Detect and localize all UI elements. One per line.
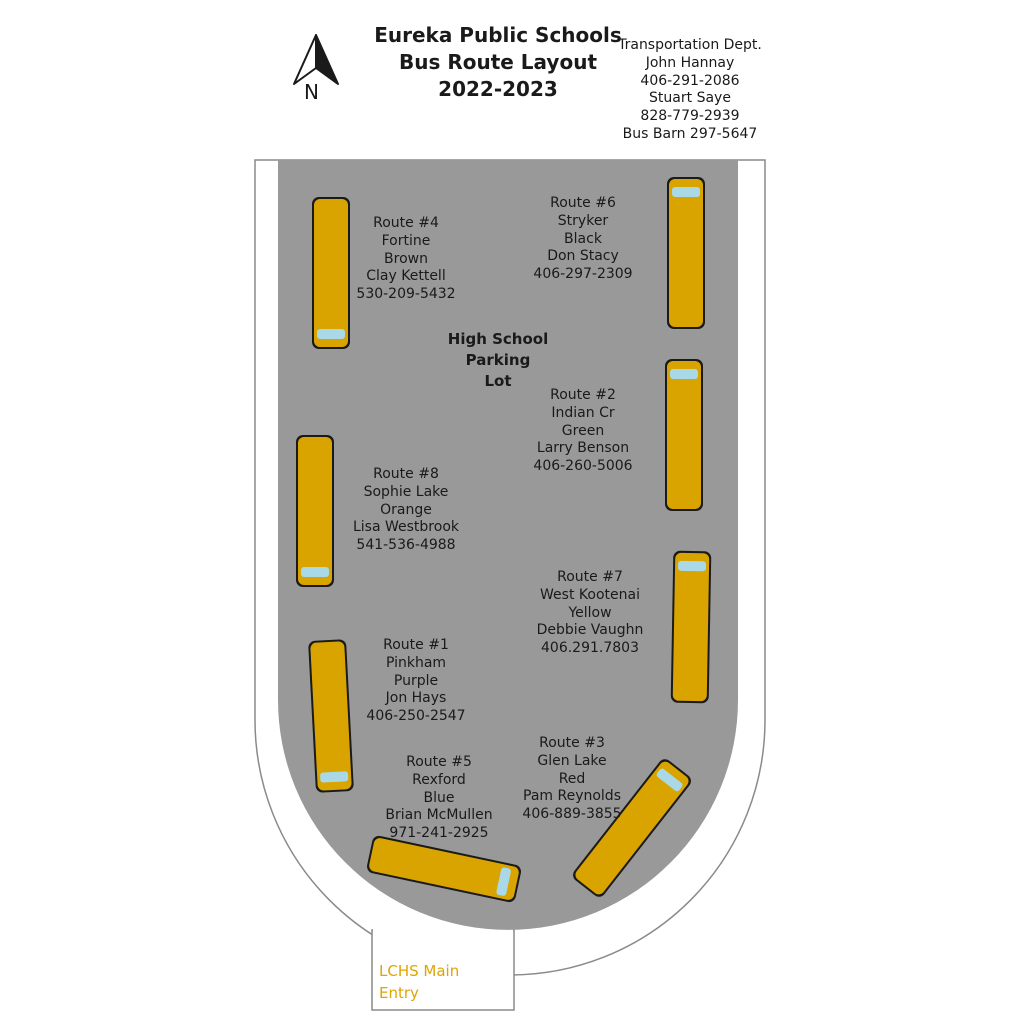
route-color: Brown: [384, 250, 428, 267]
transportation-contacts: Transportation Dept. John Hannay 406-291…: [600, 37, 780, 144]
route-number: Route #6: [550, 195, 616, 211]
contact-name-1: John Hannay: [645, 54, 735, 71]
north-label: N: [304, 80, 319, 104]
route-number: Route #1: [383, 637, 449, 653]
route-number: Route #8: [373, 466, 439, 482]
route-area: Glen Lake: [537, 752, 607, 769]
route-label-2: Route #2 Indian Cr Green Larry Benson 40…: [483, 387, 683, 476]
route-driver: Debbie Vaughn: [536, 622, 644, 639]
title-line-1: Eureka Public Schools: [374, 23, 622, 47]
route-area: Pinkham: [385, 654, 447, 671]
route-phone: 530-209-5432: [356, 286, 456, 303]
route-phone: 406-889-3855: [522, 806, 622, 823]
entry-label-line-1: LCHS Main: [379, 962, 460, 980]
route-label-1: Route #1 Pinkham Purple Jon Hays 406-250…: [316, 637, 516, 726]
route-color: Orange: [380, 501, 432, 518]
route-color: Black: [564, 230, 602, 247]
contact-bus-barn: Bus Barn 297-5647: [622, 125, 758, 142]
route-driver: Pam Reynolds: [523, 788, 621, 805]
route-phone: 406-250-2547: [366, 708, 466, 725]
entry-road: [371, 929, 515, 1011]
north-arrow-icon: [293, 34, 339, 85]
route-phone: 541-536-4988: [356, 537, 456, 554]
route-label-3: Route #3 Glen Lake Red Pam Reynolds 406-…: [472, 735, 672, 824]
route-driver: Larry Benson: [536, 440, 630, 457]
route-label-6: Route #6 Stryker Black Don Stacy 406-297…: [483, 195, 683, 284]
route-color: Red: [558, 770, 586, 787]
lot-label-line-3: Lot: [484, 372, 512, 390]
route-area: Sophie Lake: [363, 483, 449, 500]
lot-label: High School Parking Lot: [420, 329, 576, 392]
route-label-5: Route #5 Rexford Blue Brian McMullen 971…: [339, 754, 539, 843]
lot-label-line-1: High School: [447, 330, 549, 348]
parking-lot: [278, 160, 738, 930]
route-driver: Clay Kettell: [366, 268, 446, 285]
contact-name-2: Stuart Saye: [649, 90, 731, 107]
route-number: Route #7: [557, 569, 623, 585]
route-area: Fortine: [381, 232, 431, 249]
route-label-7: Route #7 West Kootenai Yellow Debbie Vau…: [490, 569, 690, 658]
map-title: Eureka Public Schools Bus Route Layout 2…: [340, 22, 656, 103]
route-area: Stryker: [557, 212, 609, 229]
route-number: Route #3: [539, 735, 605, 751]
route-area: Indian Cr: [551, 404, 615, 421]
route-phone: 406.291.7803: [541, 640, 639, 657]
route-label-4: Route #4 Fortine Brown Clay Kettell 530-…: [306, 215, 506, 304]
title-line-2: Bus Route Layout: [398, 50, 598, 74]
route-number: Route #5: [406, 754, 472, 770]
route-number: Route #4: [373, 215, 439, 231]
lot-label-line-2: Parking: [465, 351, 531, 369]
contact-phone-1: 406-291-2086: [640, 72, 740, 89]
route-color: Blue: [423, 789, 455, 806]
route-area: Rexford: [412, 771, 466, 788]
route-driver: Lisa Westbrook: [352, 519, 459, 536]
contact-phone-2: 828-779-2939: [640, 108, 740, 125]
contact-dept: Transportation Dept.: [618, 37, 762, 53]
title-line-3: 2022-2023: [438, 77, 558, 101]
route-area: West Kootenai: [540, 586, 640, 603]
route-driver: Jon Hays: [385, 690, 447, 707]
route-driver: Don Stacy: [547, 248, 619, 265]
route-phone: 406-297-2309: [533, 266, 633, 283]
route-phone: 406-260-5006: [533, 458, 633, 475]
main-entry-label: LCHS Main Entry: [379, 960, 509, 1004]
route-number: Route #2: [550, 387, 616, 403]
route-label-8: Route #8 Sophie Lake Orange Lisa Westbro…: [306, 466, 506, 555]
route-color: Green: [561, 422, 605, 439]
route-driver: Brian McMullen: [385, 807, 493, 824]
entry-label-line-2: Entry: [379, 984, 419, 1002]
route-color: Purple: [393, 672, 439, 689]
route-phone: 971-241-2925: [389, 825, 489, 842]
route-color: Yellow: [568, 604, 612, 621]
